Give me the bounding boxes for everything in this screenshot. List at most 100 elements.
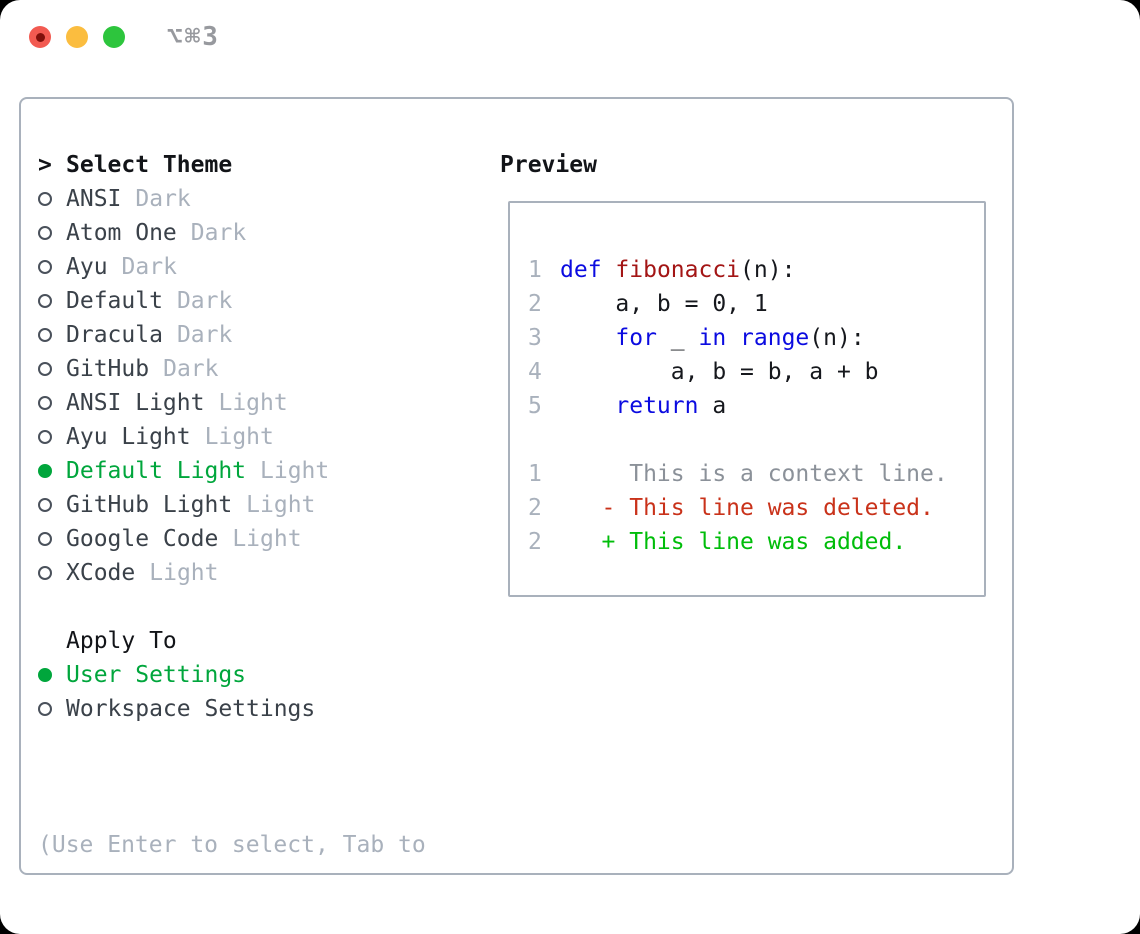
code-token [560, 325, 615, 351]
code-token: for [615, 325, 657, 351]
help-text-line2: change focus) [38, 930, 488, 934]
code-token [560, 393, 615, 419]
radio-icon [38, 226, 52, 240]
code-token: range [740, 325, 810, 351]
radio-slot [38, 294, 66, 308]
radio-icon [38, 260, 52, 274]
theme-variant-badge: Dark [176, 322, 233, 348]
radio-slot [38, 702, 66, 716]
theme-option[interactable]: Default Dark [38, 284, 488, 318]
theme-option[interactable]: XCode Light [38, 556, 488, 590]
theme-option[interactable]: Ayu Light Light [38, 420, 488, 454]
minimize-button[interactable] [66, 26, 88, 48]
apply-option-label: Workspace Settings [66, 696, 316, 722]
theme-variant-badge: Light [246, 492, 316, 518]
radio-slot [38, 396, 66, 410]
theme-variant-badge: Dark [135, 186, 191, 212]
apply-option[interactable]: User Settings [38, 658, 488, 692]
radio-icon [38, 668, 52, 682]
theme-variant-badge: Light [204, 424, 274, 450]
theme-name: Ayu Light [66, 424, 191, 450]
diff-line-context: 1 This is a context line. [528, 457, 984, 491]
selection-marker: > [38, 152, 52, 178]
code-line: 1 def fibonacci(n): [528, 253, 984, 287]
apply-to-title: Apply To [66, 628, 177, 654]
line-number: 2 [528, 291, 542, 317]
theme-list-title: Select Theme [66, 152, 233, 178]
diff-line-deleted: 2 - This line was deleted. [528, 491, 984, 525]
theme-name: ANSI [66, 186, 122, 212]
radio-slot [38, 430, 66, 444]
line-number: 1 [528, 257, 542, 283]
code-token: (n): [740, 257, 796, 283]
code-token: a [698, 393, 727, 419]
code-token: in [698, 325, 727, 351]
radio-slot [38, 192, 66, 206]
line-number: 2 [528, 495, 542, 521]
radio-icon [38, 362, 52, 376]
gap [38, 726, 488, 760]
theme-variant-badge: Dark [176, 288, 233, 314]
line-number: 1 [528, 461, 542, 487]
code-line: 2 a, b = 0, 1 [528, 287, 984, 321]
radio-icon [38, 532, 52, 546]
theme-variant-badge: Dark [190, 220, 247, 246]
theme-variant-badge: Dark [121, 254, 177, 280]
window-controls [29, 26, 125, 48]
theme-name: GitHub Light [66, 492, 233, 518]
radio-slot [38, 464, 66, 478]
theme-name: XCode [66, 560, 136, 586]
theme-name: Google Code [66, 526, 219, 552]
code-token [726, 325, 740, 351]
radio-slot [38, 362, 66, 376]
radio-icon [38, 464, 52, 478]
apply-option[interactable]: Workspace Settings [38, 692, 488, 726]
close-button-dot-icon [35, 32, 45, 42]
code-token: def [560, 257, 602, 283]
theme-option[interactable]: Atom One Dark [38, 216, 488, 250]
code-line: 5 return a [528, 389, 984, 423]
radio-slot [38, 260, 66, 274]
code-token [602, 257, 616, 283]
radio-icon [38, 430, 52, 444]
code-token: return [615, 393, 699, 419]
radio-slot [38, 532, 66, 546]
diff-text: This is a context line. [560, 461, 948, 487]
code-text: def fibonacci(n): [560, 257, 795, 283]
code-text: for _ in range(n): [560, 325, 864, 351]
preview-title: Preview [500, 152, 597, 178]
radio-slot [38, 226, 66, 240]
radio-icon [38, 702, 52, 716]
radio-slot [38, 668, 66, 682]
theme-name: Atom One [66, 220, 177, 246]
radio-icon [38, 192, 52, 206]
apply-to-header: Apply To [38, 624, 488, 658]
code-line: 3 for _ in range(n): [528, 321, 984, 355]
radio-icon [38, 498, 52, 512]
theme-option[interactable]: GitHub Light Light [38, 488, 488, 522]
gap [38, 590, 488, 624]
code-text: a, b = b, a + b [560, 359, 879, 385]
line-number: 3 [528, 325, 542, 351]
theme-option[interactable]: ANSI Dark [38, 182, 488, 216]
theme-list-header: > Select Theme [38, 148, 488, 182]
zoom-button[interactable] [103, 26, 125, 48]
theme-variant-badge: Light [149, 560, 219, 586]
close-button[interactable] [29, 26, 51, 48]
radio-icon [38, 396, 52, 410]
line-number: 4 [528, 359, 542, 385]
apply-option-label: User Settings [66, 662, 247, 688]
code-token: a, b = b, a + b [560, 359, 879, 385]
theme-name: Default [66, 288, 163, 314]
line-number: 2 [528, 529, 542, 555]
